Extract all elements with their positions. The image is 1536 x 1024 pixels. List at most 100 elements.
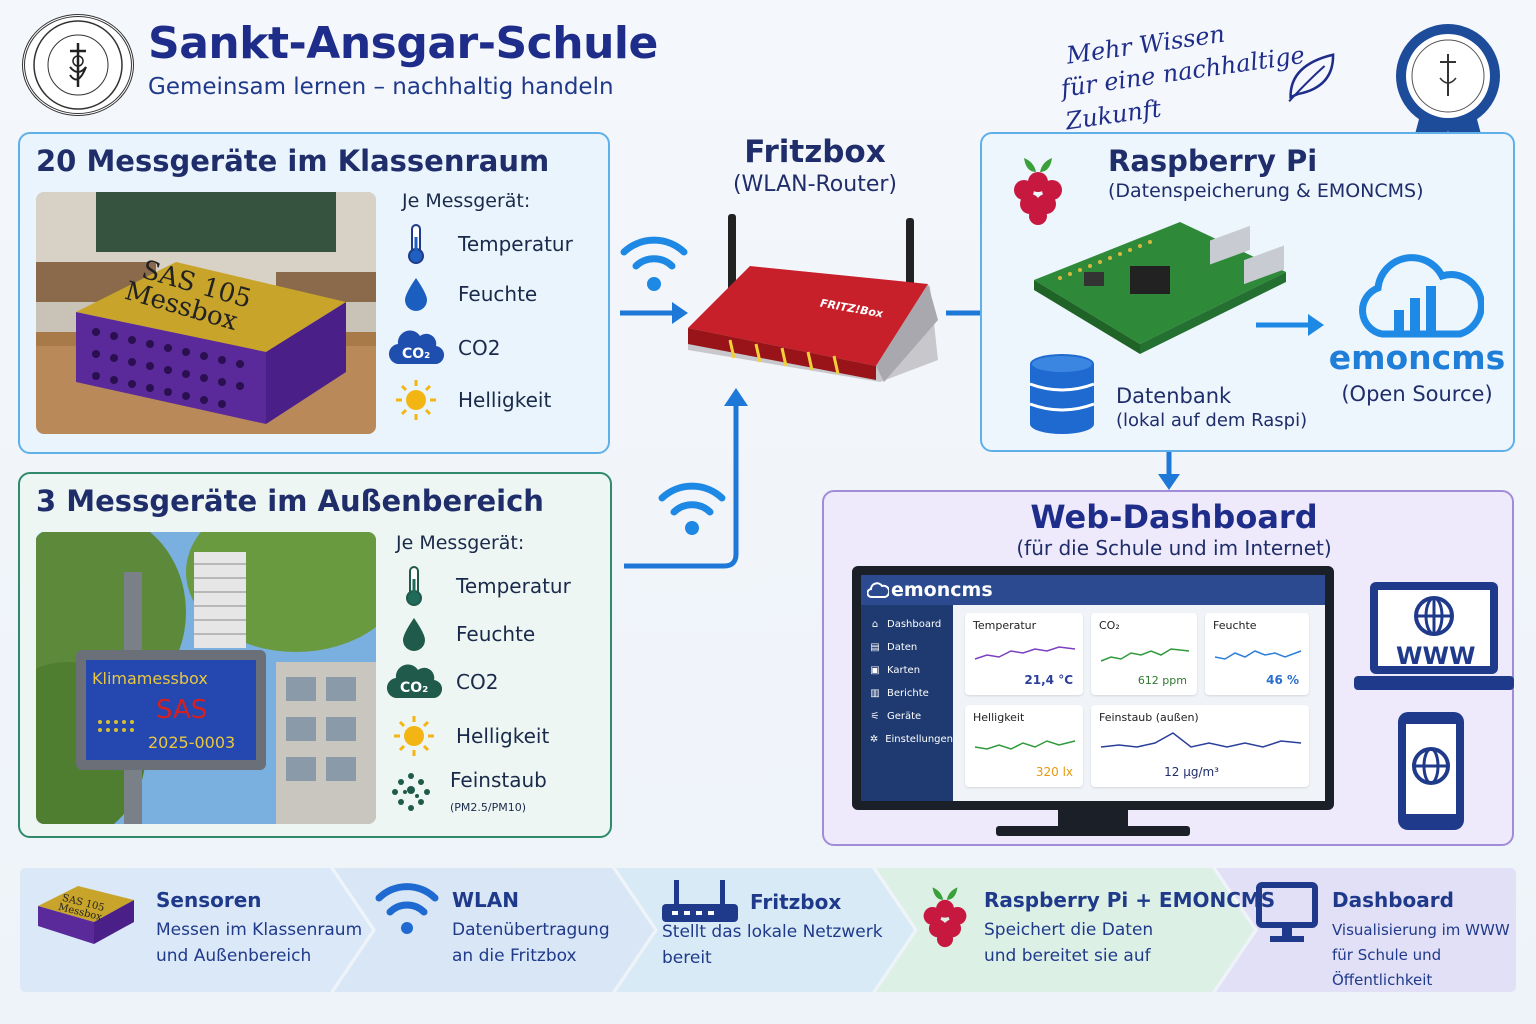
sun-icon [386,714,442,758]
menu-daten[interactable]: ▤Daten [861,636,953,659]
flow-title: Dashboard [1332,888,1454,912]
database-subtitle: (lokal auf dem Raspi) [1116,410,1308,431]
card-particulate[interactable]: Feinstaub (außen) 12 µg/m³ [1091,705,1309,787]
sensor-label: CO2 [458,336,501,360]
card-value: 612 ppm [1137,674,1187,687]
menu-label: Daten [887,642,918,653]
arrow-outdoor-to-router [624,388,748,569]
emoncms-logo-icon [867,582,889,598]
arrow-raspberry-to-emoncms [1256,314,1324,336]
sensor-label: Feuchte [458,282,538,306]
messbox-icon: SAS 105 Messbox [38,886,134,944]
www-label: WWW [1396,642,1476,670]
sparkline-humidity [1214,650,1302,660]
card-title: Helligkeit [973,711,1025,724]
flow-step-dashboard: Dashboard Visualisierung im WWW für Schu… [1332,888,1536,1012]
card-value: 320 lx [1035,765,1073,779]
dashboard-sidebar: ⌂Dashboard ▤Daten ▣ Karten ▥Berichte ⚟Ger… [861,605,953,801]
card-co2[interactable]: CO₂ 612 ppm [1091,613,1197,695]
sensor-temperature: Temperatur [386,564,610,608]
menu-einstellungen[interactable]: ✲ Einstellungen [861,728,953,751]
laptop-icon [1354,582,1514,690]
card-title: CO₂ [1099,619,1120,632]
emoncms-cloud-icon [1359,254,1484,338]
outdoor-panel: 3 Messgeräte im Außenbereich Klimamessbo… [18,472,612,838]
flow-line-2: und Außenbereich [156,945,312,966]
school-seal-logo [22,14,134,116]
menu-label: Berichte [887,688,929,699]
indoor-per-device: Je Messgerät: [402,190,531,212]
sensor-label: Helligkeit [458,388,552,412]
indoor-title: 20 Messgeräte im Klassenraum [36,144,550,178]
water-drop-icon [388,272,444,316]
sensor-particulate: Feinstaub (PM2.5/PM10) [386,768,610,814]
sensor-co2: CO₂ CO2 [386,660,610,704]
feinstaub-note: (PM2.5/PM10) [450,801,527,814]
flow-title: WLAN [452,888,520,912]
sparkline-co2 [1100,648,1190,662]
sensor-temperature: Temperatur [388,222,573,266]
flow-step-wlan: WLAN Datenübertragung an die Fritzbox [452,888,610,1012]
flow-line-2: bereit [662,947,712,968]
card-title: Temperatur [973,619,1037,632]
sun-icon [388,378,444,422]
flow-line-1: Datenübertragung [452,920,610,940]
co2-cloud-icon: CO₂ [388,326,444,370]
co2-cloud-icon: CO₂ [386,660,442,704]
page-title: Sankt-Ansgar-Schule [148,18,658,69]
card-value: 21,4 °C [1024,673,1073,687]
emoncms-topbar: emoncms [861,575,1325,605]
outdoor-box-label-1: Klimamessbox [92,669,208,688]
thermometer-icon [386,564,442,608]
menu-label: Einstellungen [885,734,953,745]
menu-label: Dashboard [887,619,942,630]
arrow-raspberry-to-dashboard [1158,452,1180,490]
monitor-icon [1256,882,1318,942]
menu-berichte[interactable]: ▥Berichte [861,682,953,705]
leaf-icon [1288,53,1335,102]
fritzbox-title: Fritzbox [744,134,886,170]
outdoor-box-label-3: 2025-0003 [148,733,235,752]
raspberry-icon [1014,158,1062,225]
outdoor-sensor-list: Temperatur Feuchte CO₂ CO2 Helligkeit Fe… [386,564,610,814]
dashboard-screen: emoncms ⌂Dashboard ▤Daten ▣ Karten ▥Beric… [861,575,1325,801]
router-icon [662,880,738,922]
menu-karten[interactable]: ▣ Karten [861,659,953,682]
wifi-icon [658,482,726,535]
gear-icon: ✲ [869,734,879,745]
cards-icon: ▣ [870,665,880,676]
card-title: Feuchte [1213,619,1257,632]
raspberry-pi-board [1034,222,1286,354]
sensor-humidity: Feuchte [388,272,573,316]
dashboard-title: Web-Dashboard [1030,498,1318,536]
flow-line-1: Stellt das lokale Netzwerk [662,922,883,942]
raspberry-subtitle: (Datenspeicherung & EMONCMS) [1108,180,1424,202]
flow-title: Sensoren [156,888,262,912]
sparkline-brightness [974,740,1076,750]
fritzbox-subtitle: (WLAN-Router) [732,172,898,197]
slogan: Mehr Wissen für eine nachhaltige Zukunft [1055,0,1366,140]
sensor-co2: CO₂ CO2 [388,326,573,370]
card-value: 12 µg/m³ [1164,765,1219,779]
sensor-brightness: Helligkeit [386,714,610,758]
flow-line-2: und bereitet sie auf [984,945,1151,966]
menu-geraete[interactable]: ⚟Geräte [861,705,953,728]
card-temperature[interactable]: Temperatur 21,4 °C [965,613,1083,695]
card-title: Feinstaub (außen) [1099,711,1199,724]
menu-dashboard[interactable]: ⌂Dashboard [861,613,953,636]
outdoor-device-photo: Klimamessbox SAS 2025-0003 [36,532,376,824]
wifi-icon [620,236,688,291]
raspberry-panel: Raspberry Pi (Datenspeicherung & EMONCMS… [980,132,1515,452]
sensor-label: Helligkeit [456,724,550,748]
flow-step-raspberry: Raspberry Pi + EMONCMS Speichert die Dat… [984,888,1275,1012]
smartphone-icon [1398,712,1464,830]
database-icon [1029,354,1095,434]
sensor-brightness: Helligkeit [388,378,573,422]
card-humidity[interactable]: Feuchte 46 % [1205,613,1309,695]
emoncms-title: emoncms [1328,338,1506,377]
card-brightness[interactable]: Helligkeit 320 lx [965,705,1083,787]
devices-icon: ⚟ [870,711,880,722]
menu-label: Karten [887,665,921,676]
emoncms-app-name: emoncms [891,579,993,601]
particulate-dots-icon [386,770,436,814]
